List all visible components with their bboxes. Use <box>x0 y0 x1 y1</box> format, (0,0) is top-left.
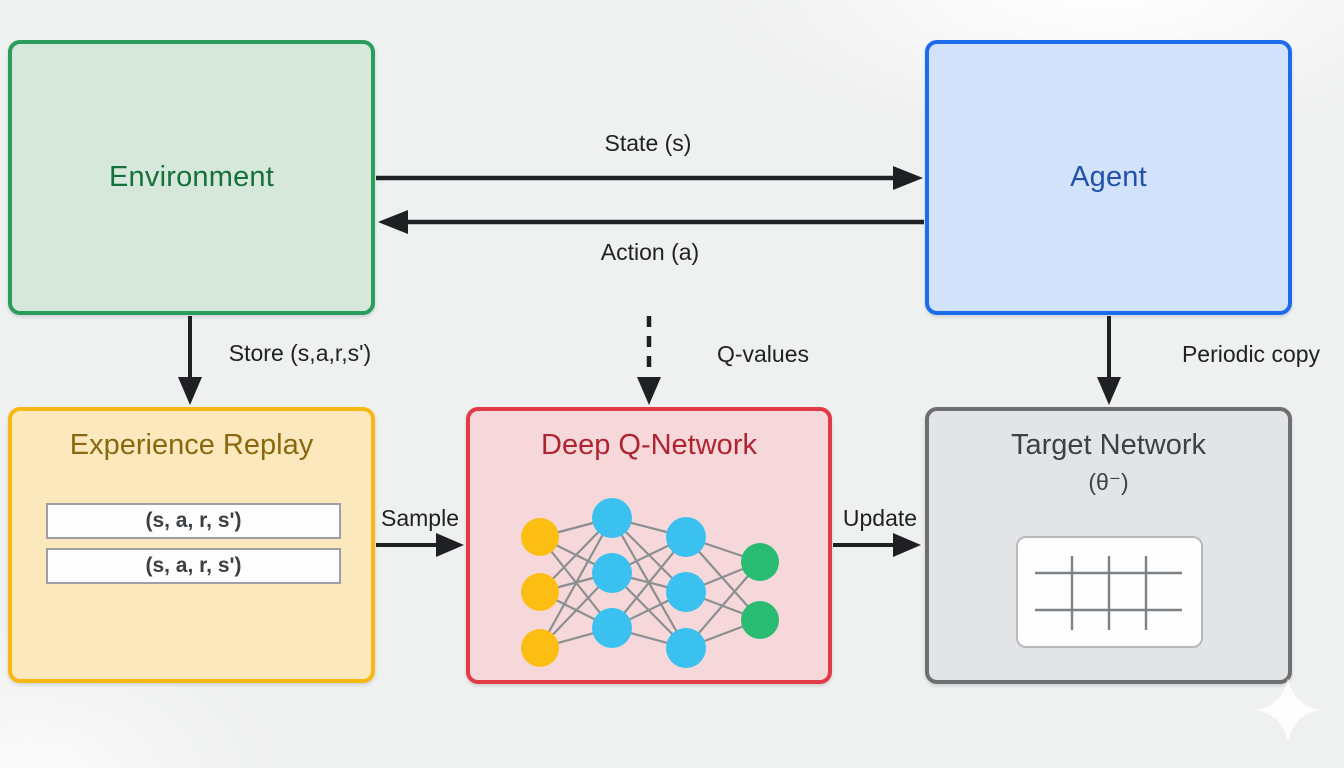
update-arrow-label: Update <box>842 505 918 531</box>
replay-transition-row: (s, a, r, s') <box>46 503 341 539</box>
sample-arrow-label: Sample <box>381 505 459 531</box>
action-arrow-label: Action (a) <box>600 239 700 265</box>
experience-replay-title: Experience Replay <box>69 429 314 461</box>
agent-box: Agent <box>925 40 1292 315</box>
periodic-copy-arrow <box>1097 316 1121 405</box>
replay-transition-text: (s, a, r, s') <box>145 554 242 577</box>
agent-label: Agent <box>1070 161 1147 193</box>
deep-q-network-box: Deep Q-Network <box>466 407 832 684</box>
sample-arrow <box>376 533 464 557</box>
environment-box: Environment <box>8 40 375 315</box>
update-arrow <box>833 533 921 557</box>
q-values-arrow-label: Q-values <box>716 341 810 367</box>
target-network-title: Target Network <box>1010 429 1206 461</box>
state-arrow <box>376 166 923 190</box>
store-arrow-label: Store (s,a,r,s') <box>228 340 372 366</box>
environment-label: Environment <box>109 161 274 193</box>
experience-replay-box: Experience Replay (s, a, r, s') (s, a, r… <box>8 407 375 683</box>
store-arrow <box>178 316 202 405</box>
target-network-theta-label: (θ⁻) <box>1088 469 1129 495</box>
deep-q-network-title: Deep Q-Network <box>541 429 757 461</box>
replay-transition-row: (s, a, r, s') <box>46 548 341 584</box>
periodic-copy-arrow-label: Periodic copy <box>1181 341 1321 367</box>
replay-transition-text: (s, a, r, s') <box>145 509 242 532</box>
target-network-box: Target Network (θ⁻) <box>925 407 1292 684</box>
sparkle-icon <box>1256 678 1320 742</box>
action-arrow <box>378 210 924 234</box>
state-arrow-label: State (s) <box>604 130 692 156</box>
q-values-arrow <box>637 316 661 405</box>
